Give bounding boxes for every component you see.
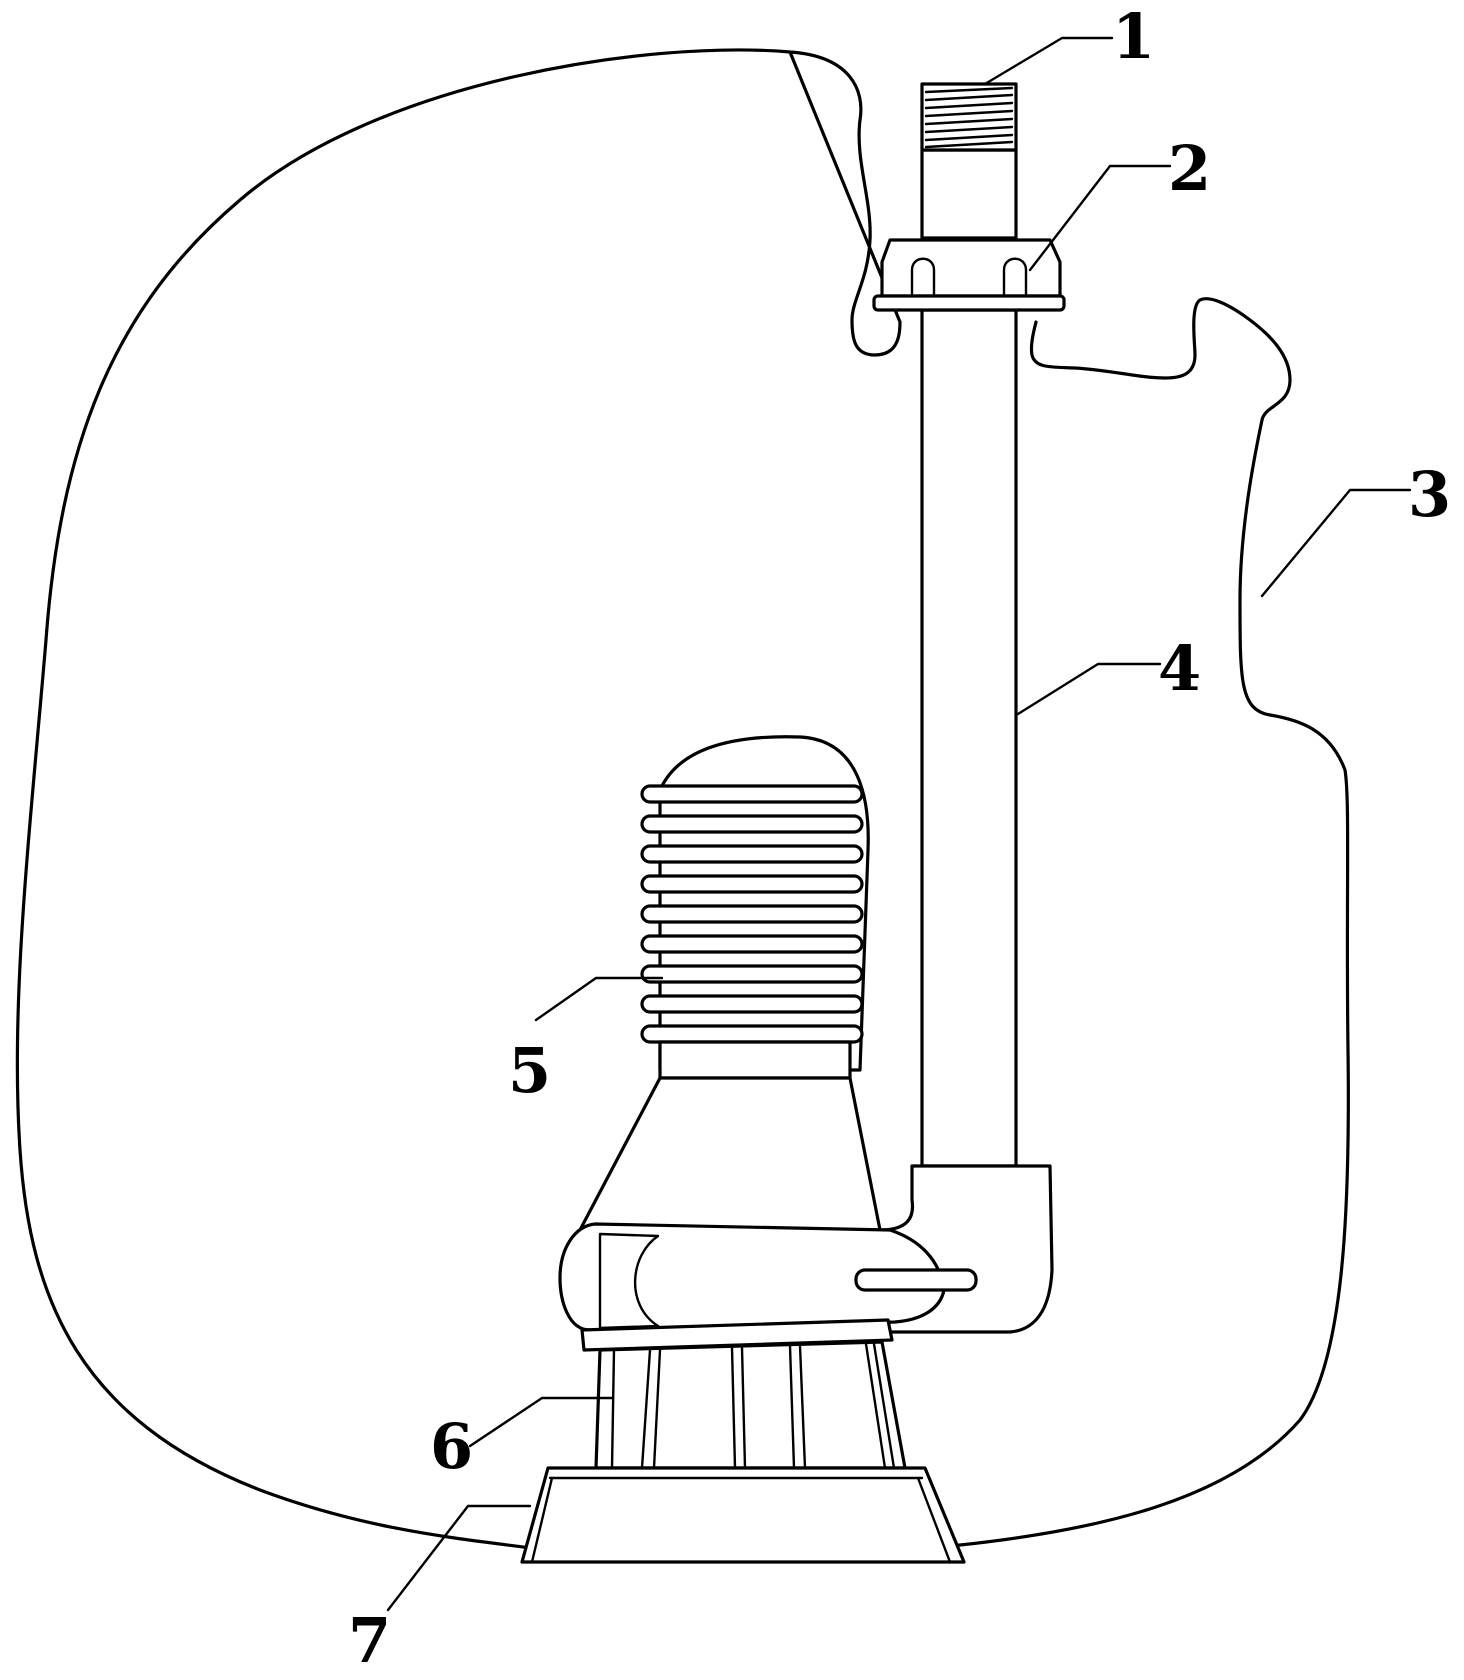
strainer-bars xyxy=(610,1342,896,1470)
motor-neck xyxy=(658,1040,852,1080)
leader-line-2 xyxy=(1028,164,1172,272)
leader-line-6 xyxy=(468,1396,614,1448)
housing-outline xyxy=(15,48,1350,1558)
leader-line-3 xyxy=(1260,488,1412,598)
flange-base xyxy=(872,294,1066,312)
flange-clamp xyxy=(880,238,1062,298)
leader-line-7 xyxy=(386,1504,532,1612)
flange-bolt-slot-right xyxy=(1002,257,1028,296)
callout-6: 6 xyxy=(430,1410,473,1483)
callout-5: 5 xyxy=(508,1034,551,1107)
support-base-inner-left xyxy=(530,1476,554,1564)
callout-7: 7 xyxy=(348,1604,391,1677)
thread-lines xyxy=(924,86,1014,149)
discharge-pipe xyxy=(920,308,1018,1168)
leader-line-1 xyxy=(983,36,1114,86)
conical-body xyxy=(578,1076,882,1232)
volute-casing xyxy=(558,1222,946,1332)
support-base xyxy=(520,1466,966,1564)
volute-outlet-tab xyxy=(854,1268,978,1292)
callout-1: 1 xyxy=(1112,0,1155,73)
pipe-top-stub xyxy=(920,148,1018,240)
callout-4: 4 xyxy=(1158,632,1201,705)
leader-line-4 xyxy=(1016,662,1162,716)
cooling-fins xyxy=(640,784,864,1044)
callout-3: 3 xyxy=(1408,458,1451,531)
flange-bolt-slot-left xyxy=(910,257,936,296)
callout-2: 2 xyxy=(1168,132,1211,205)
leader-line-5 xyxy=(534,976,664,1022)
support-base-inner-right xyxy=(916,1476,952,1564)
